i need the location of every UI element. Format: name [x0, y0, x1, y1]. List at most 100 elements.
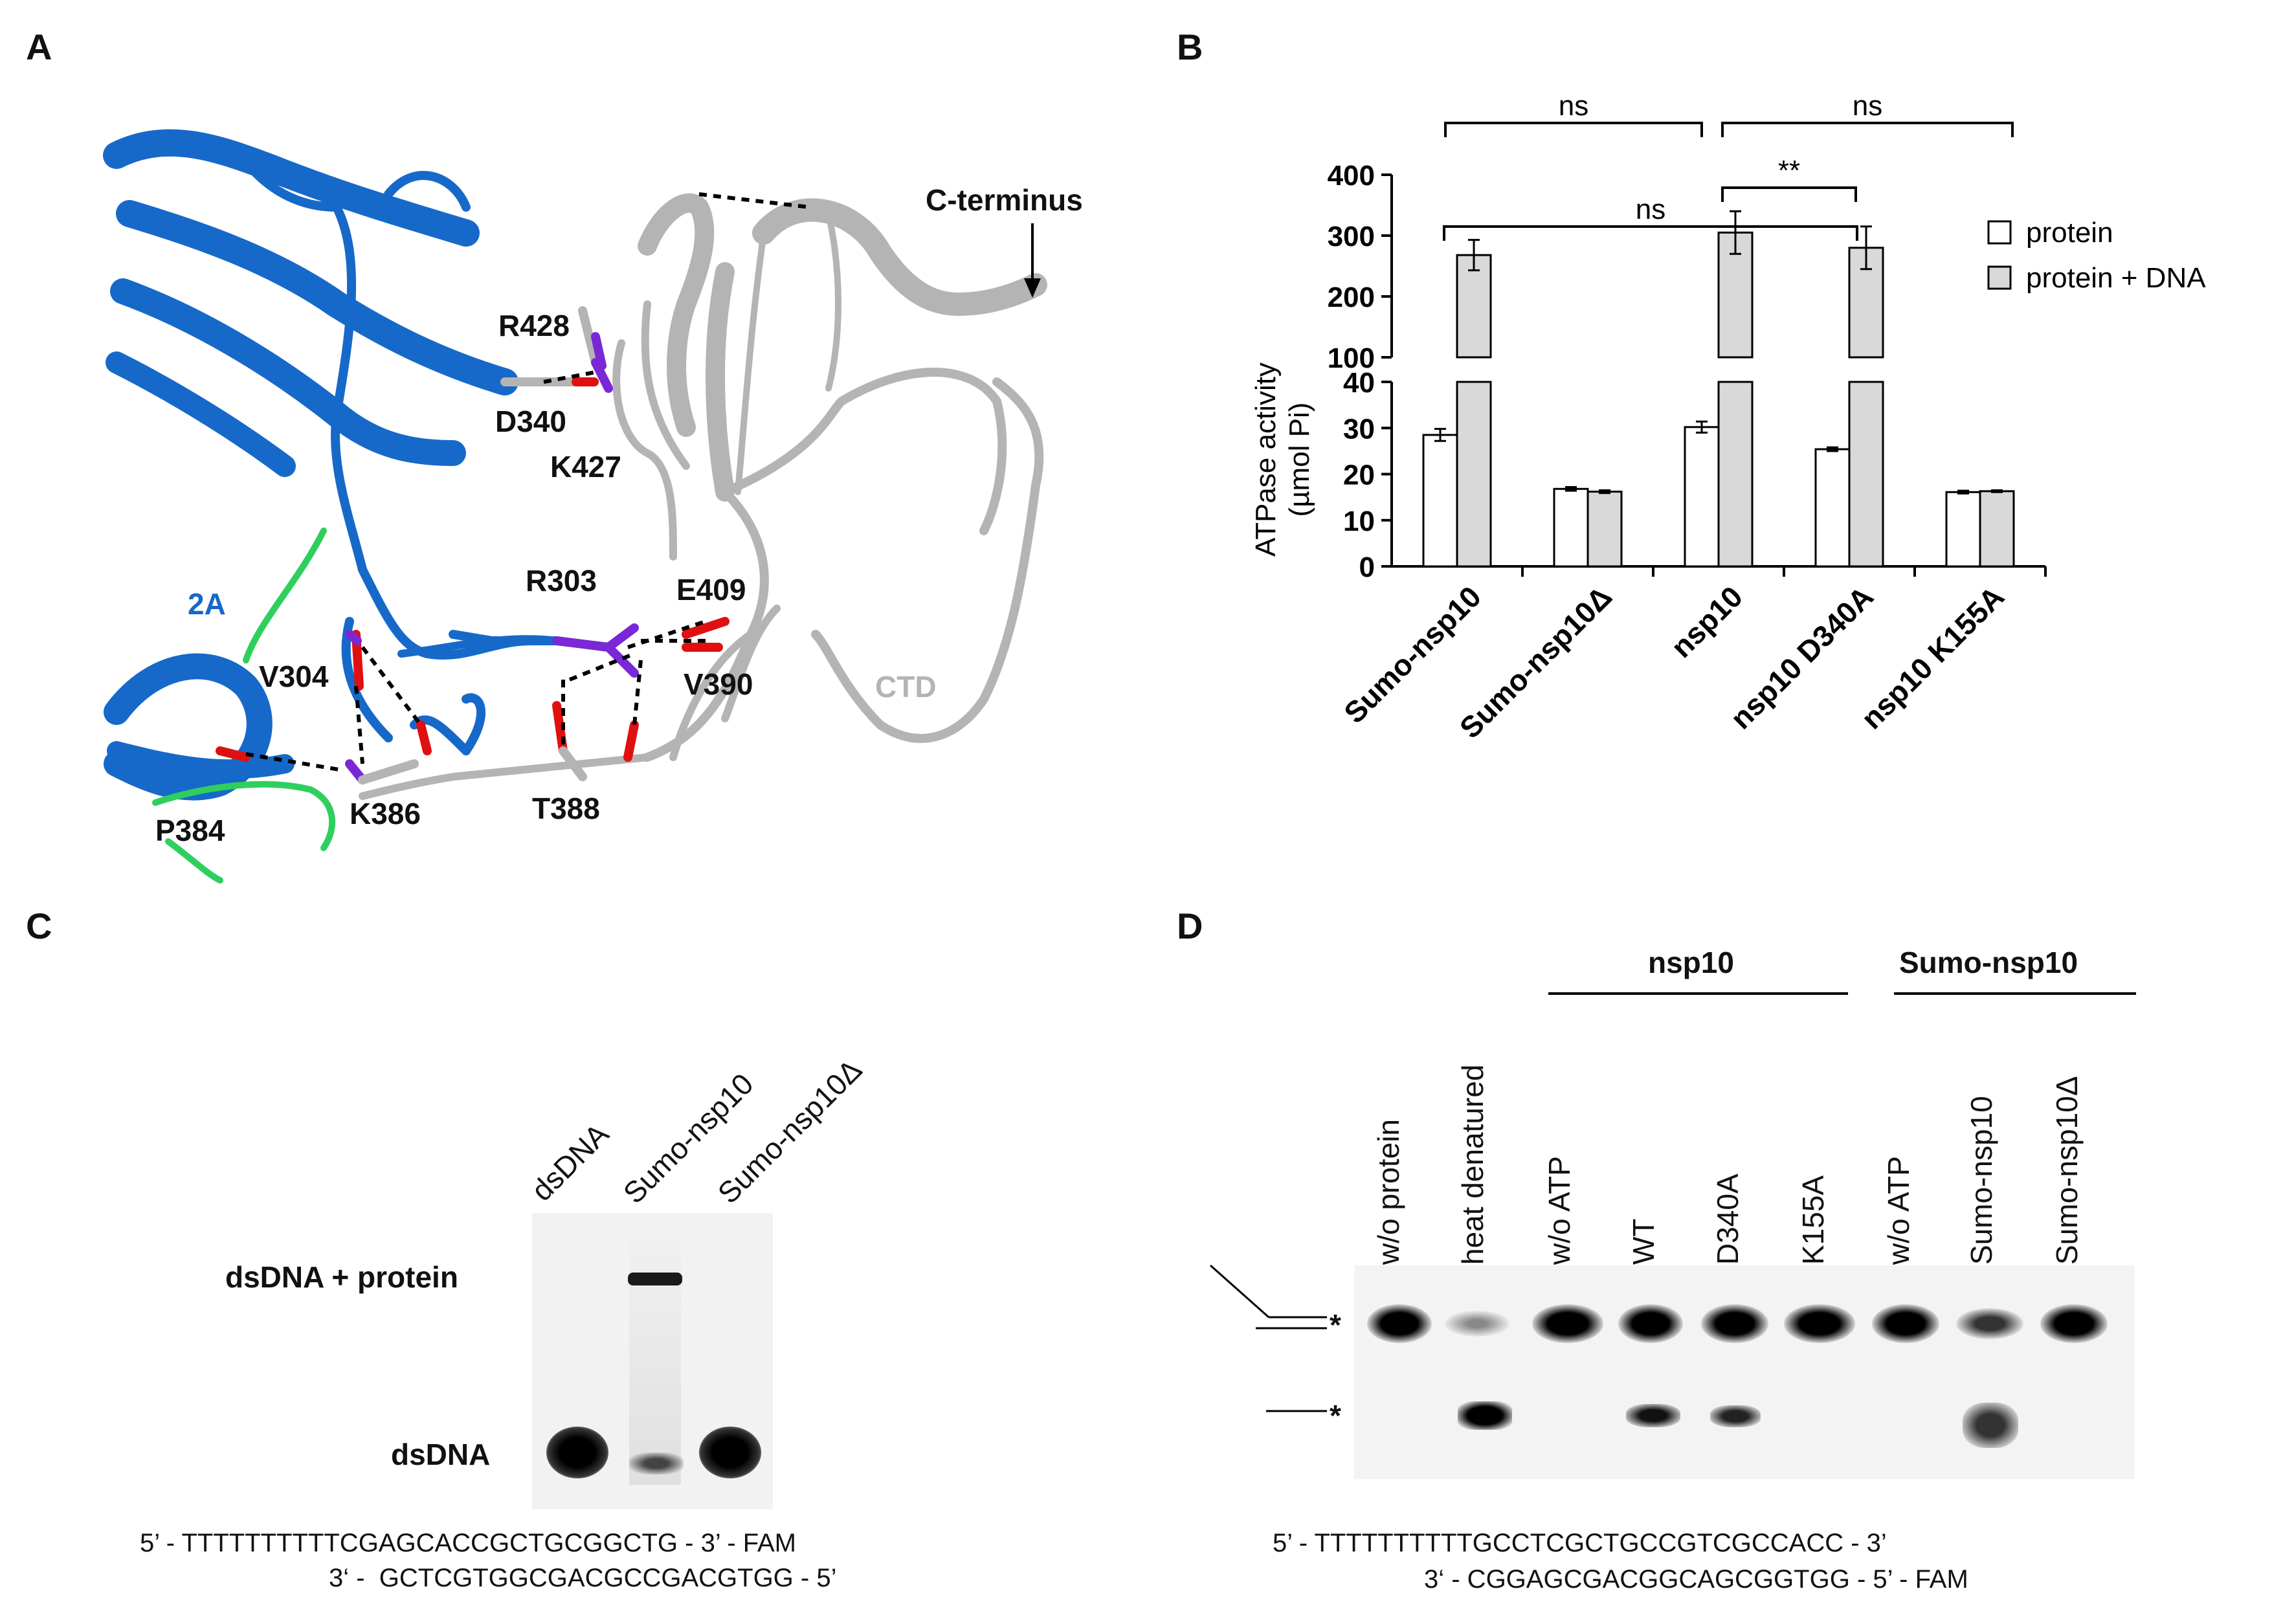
y-axis-label: ATPase activity: [1250, 362, 1282, 557]
band-dsdna-lane1: [546, 1427, 608, 1478]
panel-letter-d: D: [1177, 906, 1203, 946]
legend-swatch-protein-dna: [1987, 265, 2012, 290]
y-tick-label: 0: [1359, 551, 1375, 583]
band-single-8: [1963, 1403, 2018, 1448]
significance-bracket: [1721, 186, 1857, 202]
significance-brackets: ns ns ns **: [1443, 97, 2014, 241]
band-dsdna-lane2: [629, 1452, 684, 1474]
y-tick-label: 400: [1328, 160, 1375, 192]
bar-lower-1-3: [1848, 381, 1884, 568]
label-c-terminus: C-terminus: [926, 183, 1083, 217]
panel-d-annotations: [1210, 992, 2136, 1412]
lane-d-2: heat denatured: [1456, 1064, 1489, 1265]
significance-label: **: [1778, 155, 1800, 186]
y-tick-label: 20: [1343, 460, 1375, 491]
label-k386: K386: [350, 797, 421, 830]
label-e409: E409: [676, 573, 746, 606]
band-single-5: [1710, 1405, 1761, 1427]
band-single-2: [1458, 1401, 1512, 1430]
label-v304: V304: [259, 660, 329, 693]
panel-letter-c: C: [26, 906, 52, 946]
lane-d-3: w/o ATP: [1542, 1156, 1576, 1265]
band-duplex-5: [1701, 1304, 1768, 1343]
legend-protein-dna: protein + DNA: [2026, 262, 2206, 294]
band-label-dsdna: dsDNA: [391, 1438, 491, 1471]
ctd-ribbon: [359, 193, 1047, 800]
label-d340: D340: [495, 405, 566, 438]
x-tick-label: Sumo-nsp10: [1337, 579, 1487, 729]
group-label-sumo-nsp10: Sumo-nsp10: [1899, 946, 2078, 979]
y-tick-label: 300: [1328, 221, 1375, 252]
bar-lower-1-0: [1456, 381, 1492, 568]
structure-illustration: [103, 129, 1047, 884]
stick-residues: [216, 306, 729, 784]
bar-0-0: [1422, 434, 1458, 568]
legend-protein: protein: [2026, 217, 2113, 249]
bar-lower-1-2: [1717, 381, 1754, 568]
lane-d-5: D340A: [1711, 1174, 1744, 1265]
band-dsdna-lane3: [699, 1427, 761, 1478]
label-k427: K427: [550, 450, 621, 484]
band-duplex-6: [1784, 1304, 1855, 1343]
lane-d-8: Sumo-nsp10: [1965, 1096, 1998, 1265]
star-duplex: *: [1330, 1308, 1341, 1342]
sequence-d-bottom: 3‘ - CGGAGCGACGGCAGCGGTGG - 5’ - FAM: [1424, 1565, 1968, 1594]
bar-0-1: [1553, 487, 1589, 568]
hydrogen-bonds: [245, 192, 810, 772]
group-label-nsp10: nsp10: [1648, 946, 1734, 979]
star-single: *: [1330, 1399, 1341, 1432]
band-duplex-3: [1532, 1304, 1603, 1343]
band-duplex-1: [1367, 1304, 1432, 1343]
label-t388: T388: [532, 792, 600, 825]
unwinding-gel: [1354, 1265, 2135, 1479]
sequence-d-top: 5’ - TTTTTTTTTTGCCTCGCTGCCGTCGCCACC - 3’: [1273, 1529, 1887, 1557]
atpase-bar-chart: 010203040100200300400Sumo-nsp10Sumo-nsp1…: [1250, 97, 2206, 745]
band-duplex-4: [1618, 1304, 1683, 1343]
bar-1-1: [1587, 491, 1623, 568]
x-tick-label: nsp10: [1664, 579, 1749, 664]
y-tick-label: 40: [1343, 367, 1375, 399]
band-complex-lane2: [628, 1273, 682, 1285]
label-2a: 2A: [188, 587, 226, 621]
bar-0-4: [1945, 491, 1981, 568]
y-tick-label: 30: [1343, 413, 1375, 445]
significance-label: ns: [1636, 194, 1665, 225]
duplex-marker-diag: [1210, 1264, 1269, 1318]
chart-bars: [1422, 210, 2015, 568]
significance-label: ns: [1853, 97, 1882, 122]
c-terminus-arrow: [1024, 223, 1041, 298]
band-duplex-2: [1445, 1311, 1509, 1337]
lane-d-9: Sumo-nsp10Δ: [2050, 1076, 2084, 1265]
band-label-complex: dsDNA + protein: [225, 1260, 458, 1294]
panel-letter-a: A: [26, 27, 52, 67]
bar-1-4: [1979, 490, 2015, 568]
bar-0-2: [1684, 426, 1720, 568]
band-duplex-9: [2040, 1304, 2108, 1343]
sequence-c-top: 5’ - TTTTTTTTTTCGAGCACCGCTGCGGCTG - 3’ -…: [140, 1529, 797, 1557]
lane-d-6: K155A: [1796, 1175, 1830, 1265]
label-p384: P384: [155, 814, 225, 847]
lane-d-4: WT: [1627, 1218, 1660, 1265]
domain-2a-ribbon: [103, 129, 561, 801]
band-duplex-7: [1872, 1304, 1939, 1343]
emsa-gel: [532, 1213, 773, 1509]
label-r303: R303: [526, 564, 597, 597]
lane-d-7: w/o ATP: [1882, 1156, 1915, 1265]
lane-d-1: w/o protein: [1372, 1118, 1405, 1265]
band-single-4: [1626, 1404, 1680, 1427]
significance-label: ns: [1559, 97, 1588, 122]
y-tick-label: 200: [1328, 282, 1375, 313]
y-tick-label: 100: [1328, 342, 1375, 374]
significance-bracket: [1444, 122, 1703, 137]
significance-bracket: [1721, 122, 2014, 137]
y-tick-label: 10: [1343, 506, 1375, 537]
band-duplex-8: [1956, 1308, 2023, 1339]
label-ctd: CTD: [875, 670, 937, 704]
panel-letter-b: B: [1177, 27, 1203, 67]
y-axis-unit: (µmol Pi): [1284, 403, 1315, 517]
green-loops: [152, 528, 335, 884]
sequence-c-bottom: 3‘ - GCTCGTGGCGACGCCGACGTGG - 5’: [329, 1564, 837, 1592]
label-r428: R428: [498, 309, 570, 342]
bar-0-3: [1814, 448, 1851, 568]
legend-swatch-protein: [1987, 220, 2012, 245]
